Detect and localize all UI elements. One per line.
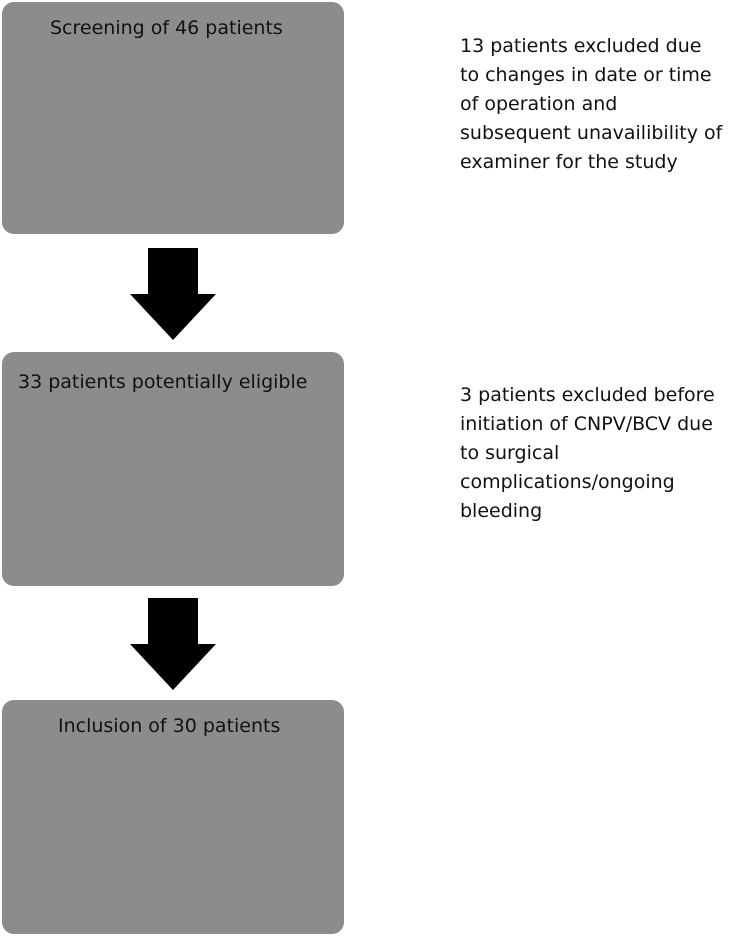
exclusion-line: to changes in date or time [460,64,712,86]
step-box-inclusion: Inclusion of 30 patients [2,700,344,934]
exclusion-line: 13 patients excluded due [460,35,702,57]
exclusion-line: 3 patients excluded before [460,384,715,406]
exclusion-note-eligible: 3 patients excluded before initiation of… [460,381,750,526]
step-box-screening: Screening of 46 patients [2,2,344,234]
arrow-down-icon [130,598,216,690]
exclusion-line: initiation of CNPV/BCV due [460,413,713,435]
exclusion-note-screening: 13 patients excluded due to changes in d… [460,32,750,177]
exclusion-line: to surgical [460,442,560,464]
step-label-inclusion: Inclusion of 30 patients [58,715,281,737]
step-box-eligible: 33 patients potentially eligible [2,352,344,586]
exclusion-line: of operation and [460,93,618,115]
exclusion-line: examiner for the study [460,151,678,173]
exclusion-line: subsequent unavailibility of [460,122,723,144]
step-label-screening: Screening of 46 patients [50,17,283,39]
arrow-down-icon [130,248,216,340]
step-label-eligible: 33 patients potentially eligible [18,371,308,393]
exclusion-line: bleeding [460,500,543,522]
exclusion-line: complications/ongoing [460,471,675,493]
